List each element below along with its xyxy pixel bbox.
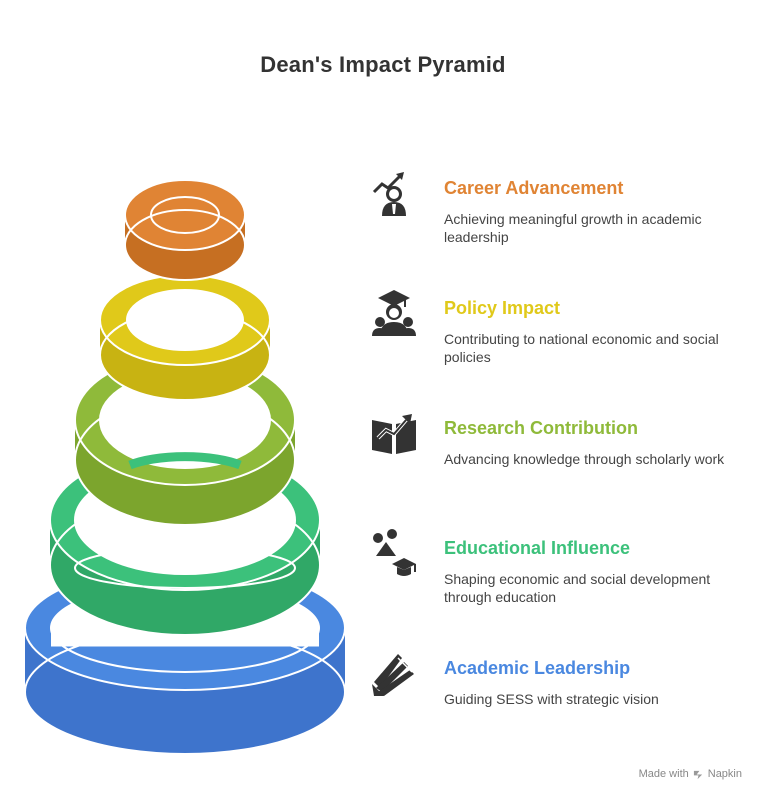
level-academic-leadership: Academic Leadership Guiding SESS with st… bbox=[364, 648, 754, 758]
level-heading: Educational Influence bbox=[444, 538, 631, 558]
level-description: Guiding SESS with strategic vision bbox=[444, 691, 659, 707]
graduate-leader-icon bbox=[368, 288, 420, 340]
napkin-logo-icon bbox=[693, 770, 702, 779]
level-description: Advancing knowledge through scholarly wo… bbox=[444, 451, 725, 467]
level-description: Achieving meaningful growth in academic … bbox=[444, 211, 702, 245]
level-educational-influence: Educational Influence Shaping economic a… bbox=[364, 528, 754, 638]
education-icon bbox=[368, 528, 420, 580]
level-heading: Career Advancement bbox=[444, 178, 624, 198]
footer-label: Made with bbox=[638, 768, 689, 780]
level-description: Contributing to national economic and so… bbox=[444, 331, 719, 365]
footer-brand: Napkin bbox=[707, 768, 742, 780]
level-heading: Research Contribution bbox=[444, 418, 639, 438]
level-heading: Policy Impact bbox=[444, 298, 561, 318]
strategy-vision-icon bbox=[368, 648, 420, 700]
level-description: Shaping economic and social development … bbox=[444, 571, 711, 605]
level-research-contribution: Research Contribution Advancing knowledg… bbox=[364, 408, 754, 518]
level-heading: Academic Leadership bbox=[444, 658, 631, 678]
level-policy-impact: Policy Impact Contributing to national e… bbox=[364, 288, 754, 398]
diagram-title: Dean's Impact Pyramid bbox=[260, 52, 506, 77]
made-with-napkin-badge[interactable]: Made with Napkin bbox=[639, 768, 742, 780]
level-career-advancement: Career Advancement Achieving meaningful … bbox=[364, 168, 754, 278]
ring-policy-impact bbox=[99, 274, 271, 401]
ring-career-advancement bbox=[124, 179, 246, 281]
career-growth-icon bbox=[368, 168, 420, 220]
research-book-icon bbox=[368, 408, 420, 460]
